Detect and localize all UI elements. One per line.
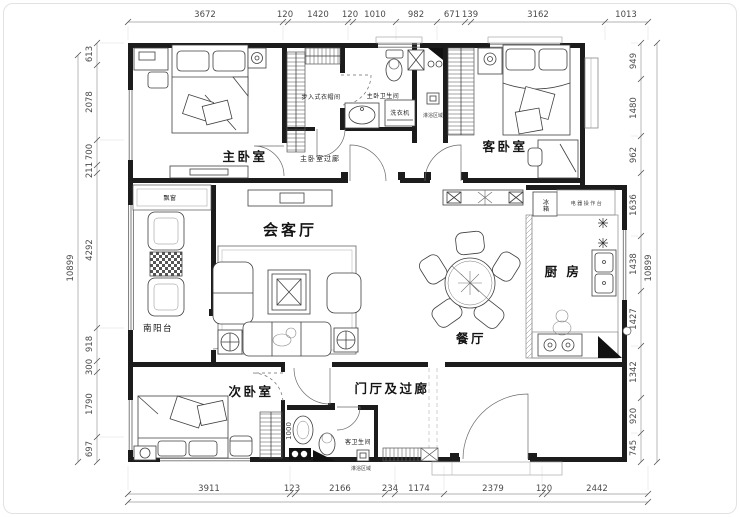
- door-walkin-closet: [340, 74, 372, 106]
- label-washing-machine: 洗衣机: [390, 109, 410, 117]
- dim-bottom-4: 1174: [408, 484, 430, 494]
- dim-top-7: 139: [462, 10, 478, 20]
- door-master-corridor-left: [349, 144, 387, 182]
- dim-bottom-6: 120: [536, 484, 552, 494]
- entry-furniture: [382, 447, 439, 462]
- label-appliance-counter: 电器操作台: [571, 200, 604, 207]
- label-south-balcony: 南阳台: [143, 323, 173, 334]
- dim-right-5: 1427: [629, 308, 639, 330]
- dim-bottom-5: 2379: [482, 484, 504, 494]
- dim-top-5: 982: [408, 10, 424, 20]
- dim-left-4: 4292: [85, 239, 95, 261]
- dim-bottom-7: 2442: [586, 484, 608, 494]
- living-room-furniture: [212, 189, 362, 357]
- dim-left-7: 1790: [85, 393, 95, 415]
- label-walkin-closet: 步入式衣帽间: [301, 93, 340, 101]
- dim-bottom-0: 3911: [198, 484, 220, 494]
- door-entry: [462, 393, 529, 460]
- dim-top-6: 671: [444, 10, 460, 20]
- dim-top-4: 1010: [364, 10, 386, 20]
- corridor-guides: [428, 368, 438, 448]
- dim-top-0: 3672: [194, 10, 216, 20]
- label-dining-room: 餐厅: [455, 331, 486, 346]
- label-guest-shower-area: 淋浴区域: [351, 465, 371, 472]
- dim-right-1: 1480: [629, 97, 639, 119]
- dim-right-3: 1636: [629, 194, 639, 216]
- dim-right-6: 1342: [629, 361, 639, 383]
- dim-guest-bath-width: 1000: [285, 422, 293, 440]
- dimension-numbers: 3672 120 1420 120 1010 982 671 139 3162 …: [66, 10, 654, 494]
- label-bay-window: 飘窗: [163, 194, 176, 202]
- doors: [212, 74, 563, 476]
- dim-left-6: 300: [85, 359, 95, 375]
- dim-bottom-3: 234: [382, 484, 398, 494]
- dim-left-total: 10899: [66, 254, 76, 281]
- dim-left-3: 211: [85, 162, 95, 178]
- dim-top-9: 1013: [615, 10, 637, 20]
- label-living-room: 会客厅: [263, 221, 317, 239]
- dim-right-total: 10899: [644, 254, 654, 281]
- label-fridge: 冰箱: [542, 198, 549, 213]
- label-master-corridor: 主卧室过廊: [300, 154, 340, 163]
- door-second-bedroom: [293, 367, 331, 405]
- door-master-bedroom: [253, 145, 285, 177]
- dim-left-8: 697: [85, 441, 95, 457]
- door-second-bedroom-inner: [252, 372, 284, 404]
- label-master-bedroom: 主卧室: [222, 149, 267, 164]
- master-bath-fixtures: [344, 48, 443, 129]
- dim-bottom-1: 123: [284, 484, 300, 494]
- second-bedroom-furniture: [133, 395, 283, 461]
- master-bedroom-furniture: [133, 44, 267, 179]
- dim-top-8: 3162: [527, 10, 549, 20]
- room-labels: 主卧室 步入式衣帽间 主卧卫生间 洗衣机 淋浴区域 主卧室过廊 客卧室 飘窗 会…: [143, 92, 604, 472]
- label-guest-bath: 客卫生间: [345, 438, 371, 446]
- label-master-bath: 主卧卫生间: [367, 92, 400, 100]
- dim-top-1: 120: [277, 10, 293, 20]
- balcony-furniture: [132, 184, 212, 317]
- label-guest-bedroom: 客卧室: [481, 139, 527, 154]
- dim-left-2: 700: [85, 144, 95, 160]
- dim-left-5: 918: [85, 336, 95, 352]
- dining-room-furniture: [419, 189, 524, 329]
- guest-bath-fixtures: [289, 415, 370, 462]
- label-kitchen: 厨 房: [545, 264, 582, 279]
- dim-left-1: 2078: [85, 91, 95, 113]
- guest-bedroom-furniture: [447, 44, 579, 179]
- label-second-bedroom: 次卧室: [228, 384, 273, 399]
- dim-top-3: 120: [342, 10, 358, 20]
- dimension-lines: [74, 18, 661, 506]
- label-shower-area: 淋浴区域: [423, 112, 443, 119]
- dim-right-4: 1438: [629, 253, 639, 275]
- dim-top-2: 1420: [307, 10, 329, 20]
- door-guest-bath: [336, 406, 361, 431]
- kitchen-fixtures: [525, 189, 632, 359]
- label-entry-corridor: 门厅及过廊: [354, 381, 429, 396]
- dim-bottom-2: 2166: [329, 484, 351, 494]
- dim-left-0: 613: [85, 46, 95, 62]
- dim-right-8: 745: [629, 440, 639, 456]
- entry-porch: [431, 461, 563, 476]
- dim-right-2: 962: [629, 147, 639, 163]
- dim-right-7: 920: [629, 408, 639, 424]
- door-master-bath: [316, 128, 346, 158]
- dim-right-0: 949: [629, 53, 639, 69]
- walkin-closet-furniture: [286, 47, 341, 153]
- door-master-corridor-right: [424, 144, 462, 182]
